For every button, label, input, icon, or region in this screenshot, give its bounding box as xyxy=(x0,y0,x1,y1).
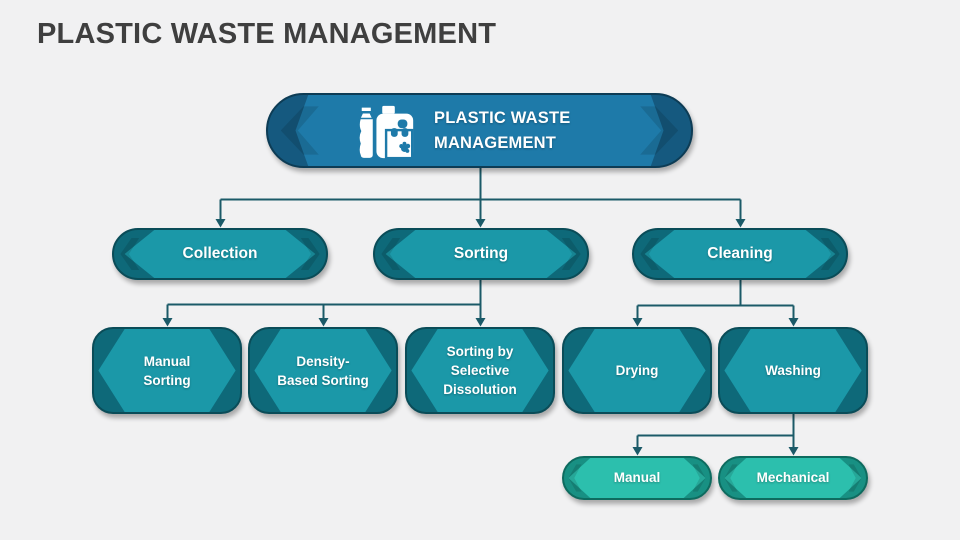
plastic-waste-icon xyxy=(358,105,414,160)
node-label: Sorting xyxy=(453,244,509,262)
node-manual-sorting: Manual Sorting xyxy=(92,327,242,414)
node-label: Drying xyxy=(615,363,659,378)
root-label-line1: PLASTIC WASTE xyxy=(434,108,571,127)
node-sorting: Sorting xyxy=(373,228,589,280)
node-label: Manual xyxy=(613,470,661,486)
node-collection: Collection xyxy=(112,228,328,280)
node-inner-shape xyxy=(411,329,549,412)
node-label: Mechanical xyxy=(756,470,830,486)
node-sorting-by-selective-dissolution: Sorting by Selective Dissolution xyxy=(405,327,555,414)
node-manual: Manual xyxy=(562,456,712,500)
node-washing: Washing xyxy=(718,327,868,414)
arrowheads xyxy=(162,219,799,456)
node-cleaning: Cleaning xyxy=(632,228,848,280)
node-inner-shape xyxy=(98,329,236,412)
page-title: PLASTIC WASTE MANAGEMENT xyxy=(37,18,497,50)
node-label: Washing xyxy=(765,363,821,378)
node-label: Sorting by Selective Dissolution xyxy=(443,344,517,397)
root-label-line2: MANAGEMENT xyxy=(434,133,557,152)
node-inner-shape xyxy=(724,458,862,498)
node-inner-shape xyxy=(568,329,706,412)
node-inner-shape xyxy=(124,230,316,278)
node-drying: Drying xyxy=(562,327,712,414)
node-label: PLASTIC WASTE MANAGEMENT xyxy=(434,106,570,156)
node-label: Density-Based Sorting xyxy=(277,353,369,388)
node-label: Collection xyxy=(182,244,258,262)
node-inner-shape xyxy=(385,230,577,278)
node-inner-shape xyxy=(254,329,392,412)
node-inner-shape xyxy=(295,95,664,166)
node-inner-shape xyxy=(568,458,706,498)
node-density-based-sorting: Density-Based Sorting xyxy=(248,327,398,414)
node-label: Manual Sorting xyxy=(143,353,191,388)
node-inner-shape xyxy=(724,329,862,412)
node-label: Cleaning xyxy=(707,244,773,262)
node-inner-shape xyxy=(644,230,836,278)
node-plastic-waste-management: PLASTIC WASTE MANAGEMENT xyxy=(266,93,693,168)
node-mechanical: Mechanical xyxy=(718,456,868,500)
